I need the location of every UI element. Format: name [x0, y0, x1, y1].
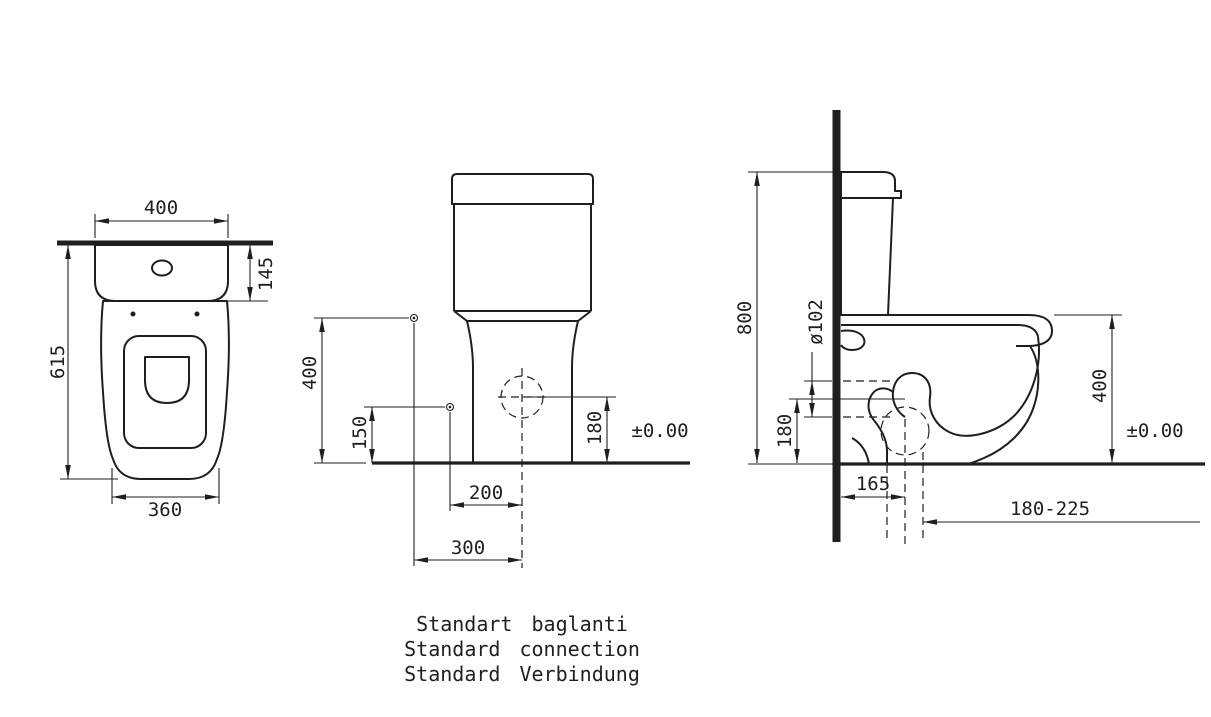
side-flush-channel	[840, 329, 866, 351]
front-dim-outlet-height: 180	[584, 411, 606, 445]
side-dim-outlet-height: 180	[774, 414, 796, 448]
side-rim-outer	[841, 314, 1053, 347]
front-datum-label: ±0.00	[631, 420, 688, 442]
front-base-joint-right	[577, 310, 592, 322]
side-dim-outlet-distance-group: 165	[841, 473, 905, 500]
plan-hinge-hole-right	[194, 311, 200, 317]
plan-dim-width-bottom-group: 360	[111, 468, 220, 521]
plan-dim-total-depth: 615	[47, 345, 69, 379]
side-dim-total-height: 800	[734, 301, 756, 335]
side-wall-bar	[832, 110, 841, 542]
front-dim-outlet-height-group: 180	[522, 396, 616, 463]
front-supply-marker-lower	[445, 402, 455, 412]
front-tank-lid	[451, 173, 594, 205]
side-trap-back	[867, 387, 894, 464]
caption-line-3: Standard Verbindung	[404, 662, 640, 686]
front-dim-inlet-height-group: 150	[349, 406, 445, 463]
caption-line-2: Standard connection	[404, 637, 640, 661]
front-dim-inlet-offset-group: 300	[413, 323, 522, 566]
side-dim-rim-height-group: 400	[1054, 314, 1122, 463]
side-dim-outlet-range-group: 180-225	[923, 498, 1200, 525]
side-base-back	[851, 437, 870, 465]
front-dim-height: 400	[299, 356, 321, 390]
plan-hinge-hole-left	[130, 311, 136, 317]
front-pedestal-right	[571, 320, 579, 462]
plan-view: 400 145 615 360	[47, 197, 277, 521]
plan-inner-bowl	[144, 356, 190, 404]
front-pedestal-left	[466, 320, 474, 462]
side-dim-outlet-diameter-group: ø102	[804, 299, 832, 418]
side-dim-outlet-range: 180-225	[1010, 498, 1090, 520]
front-dim-inlet-height: 150	[349, 416, 371, 450]
front-view: 400 150 180 ±0.00 200 300	[299, 173, 690, 568]
caption-line-1: Standart baglanti	[416, 612, 628, 636]
side-view: 800 ø102 180 400 ±0.00 165	[734, 110, 1205, 549]
plan-tank-outline	[94, 244, 229, 302]
side-dim-outlet-distance: 165	[856, 473, 890, 495]
front-dim-outlet-offset: 200	[469, 482, 503, 504]
side-tank-lid	[840, 171, 902, 199]
front-supply-marker-upper	[409, 313, 419, 323]
front-dim-height-group: 400	[299, 317, 409, 464]
side-tank-body	[840, 197, 894, 316]
caption: Standart baglanti Standard connection St…	[404, 612, 640, 686]
plan-dim-width-top-group: 400	[94, 197, 229, 238]
plan-bowl-outline	[100, 300, 230, 480]
plan-dim-total-depth-group: 615	[47, 244, 118, 480]
side-outlet-elbow-dashed	[880, 406, 930, 456]
side-dim-outlet-diameter: ø102	[805, 299, 827, 345]
front-dim-outlet-offset-group: 200	[449, 412, 522, 511]
side-dim-rim-height: 400	[1089, 369, 1111, 403]
plan-seat-outline	[123, 335, 207, 449]
plan-flush-button	[151, 259, 173, 277]
side-dim-outlet-height-group: 180	[774, 398, 905, 463]
front-base-joint-left	[453, 310, 468, 322]
side-datum-label: ±0.00	[1126, 420, 1183, 442]
side-rim-inner	[841, 324, 1039, 338]
side-dim-total-height-group: 800	[734, 171, 841, 465]
plan-dim-tank-depth-group: 145	[226, 244, 277, 302]
plan-dim-width-top: 400	[144, 197, 178, 219]
side-bowl-inner-surface	[891, 336, 1040, 437]
front-dim-inlet-offset: 300	[451, 537, 485, 559]
plan-dim-width-bottom: 360	[148, 499, 182, 521]
plan-dim-tank-depth: 145	[255, 257, 277, 291]
side-shell-front	[968, 345, 1040, 465]
